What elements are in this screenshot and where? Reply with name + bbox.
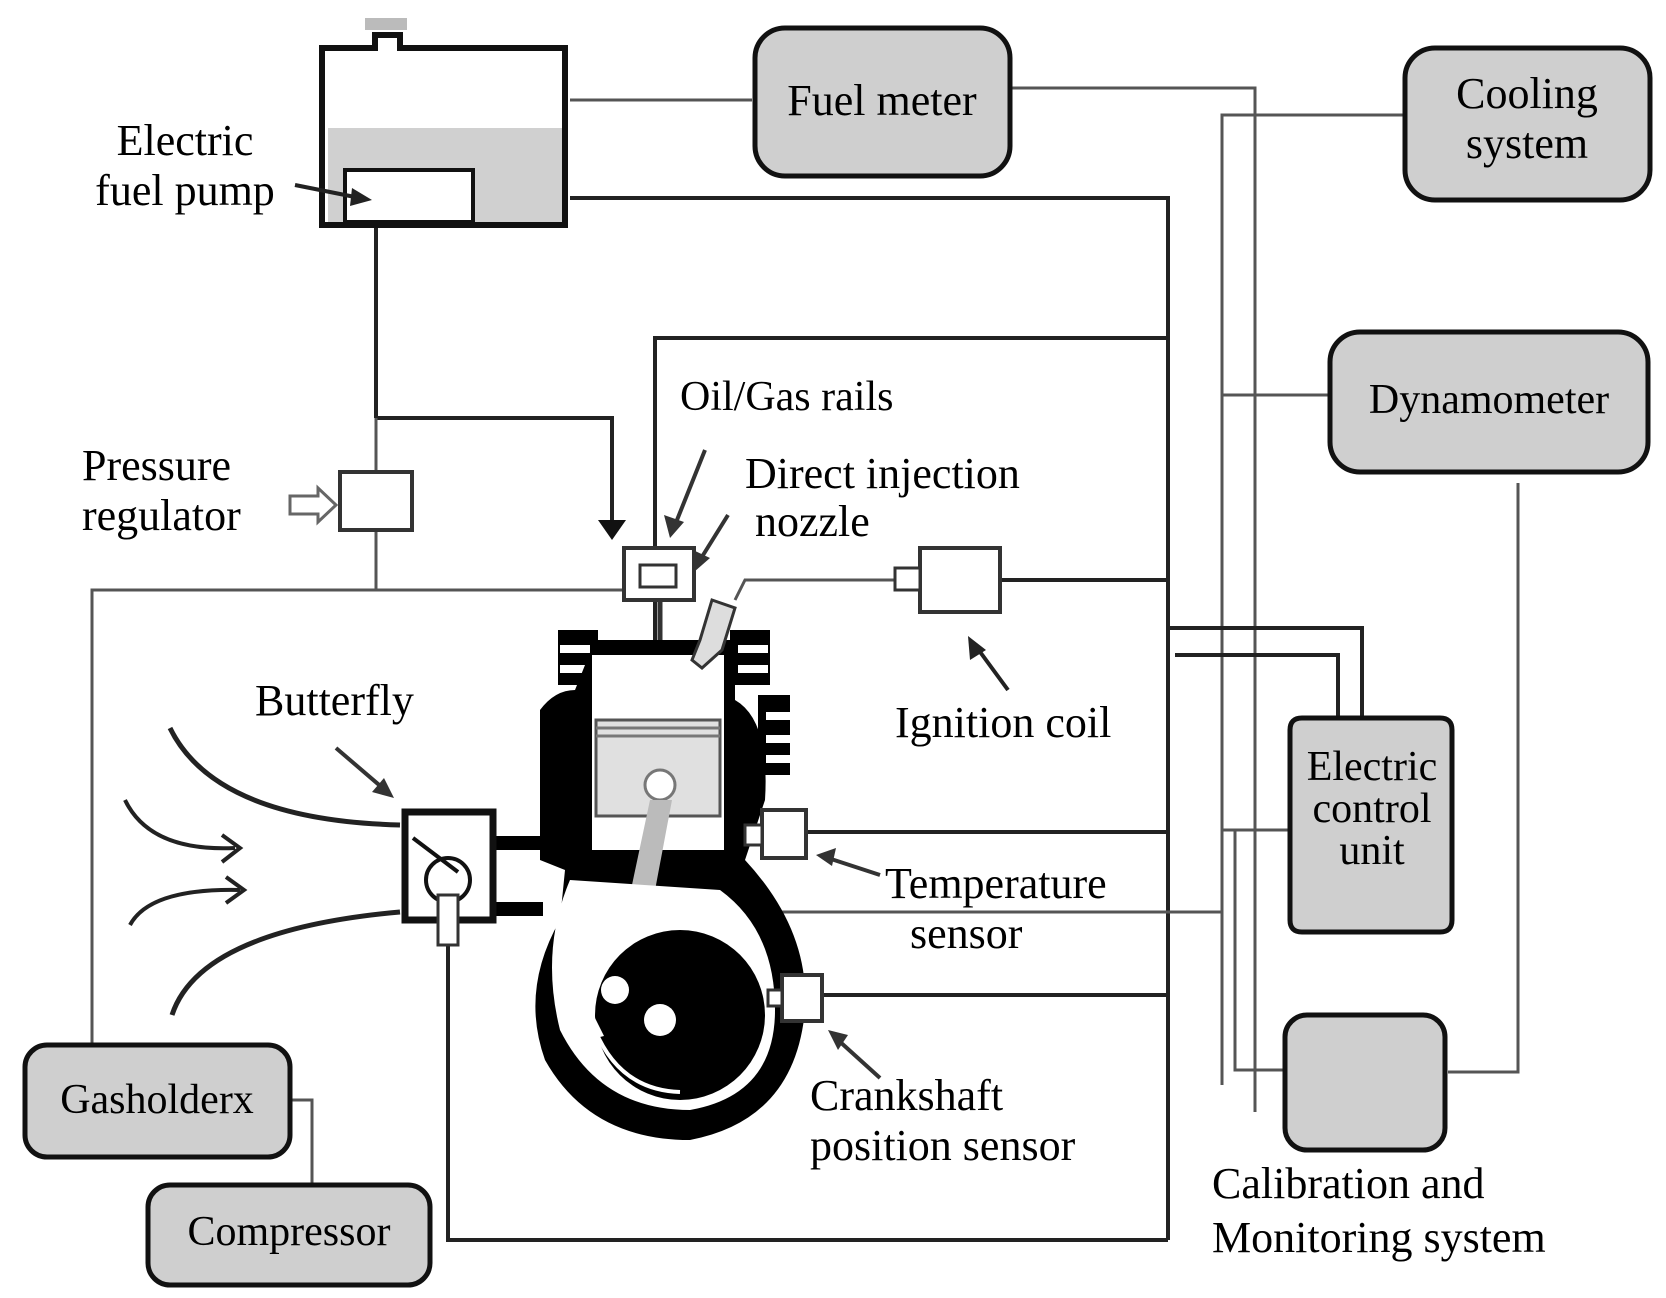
fuel-meter-box: Fuel meter [752, 25, 1013, 179]
line-gasholder-compressor [290, 1098, 314, 1185]
oil-gas-rail-injector [622, 546, 737, 670]
air-curve-top [167, 726, 401, 828]
calibration-monitoring-box: Calibration and Monitoring system [1212, 1012, 1546, 1262]
fuel-pump-label-2: fuel pump [95, 166, 275, 215]
temperature-sensor-box [760, 808, 808, 860]
fuel-pump-pointer [294, 183, 361, 200]
nozzle-label-1: Direct injection [745, 449, 1020, 498]
dynamometer-label: Dynamometer [1369, 377, 1609, 423]
ecu-label-3: unit [1339, 828, 1405, 874]
air-curve-bottom [169, 909, 401, 1016]
crankshaft-label-2: position sensor [810, 1121, 1076, 1170]
arrow-into-nozzle [598, 520, 626, 540]
temperature-label-2: sensor [910, 909, 1023, 958]
ecu-label-1: Electric [1307, 744, 1438, 790]
compressor-rect [145, 1182, 433, 1288]
butterfly-valve [401, 808, 497, 947]
calibration-rect [1282, 1012, 1448, 1153]
line-tank-return [570, 196, 1170, 1240]
crankshaft-sensor [766, 973, 824, 1023]
pointer-arrows [294, 183, 882, 1080]
gasholder-box: Gasholderx [22, 1042, 293, 1160]
rotation-arrow [593, 1029, 681, 1094]
regulator-box [338, 470, 414, 532]
temperature-label-1: Temperature [885, 859, 1107, 908]
ecu-rect [1287, 715, 1455, 935]
line-dyno-calib [1448, 483, 1520, 1074]
temperature-sensor [743, 808, 808, 860]
injector-inner [638, 563, 678, 589]
piston-pin [643, 768, 677, 802]
cooling-system-label-1: Cooling [1456, 69, 1598, 118]
regulator-arrow-icon [288, 484, 339, 526]
electric-control-unit: Electric control unit [1287, 715, 1455, 935]
ignition-coil-label: Ignition coil [895, 698, 1111, 747]
line-ecu-top-1 [1168, 626, 1364, 718]
butterfly-label: Butterfly [255, 676, 414, 725]
tank-cap [365, 18, 407, 30]
cooling-system-rect [1402, 45, 1653, 203]
spark-plug [690, 598, 737, 670]
fuel-meter-label: Fuel meter [787, 76, 977, 125]
line-rail-top [653, 336, 1168, 640]
fuel-tank [319, 18, 568, 228]
fuel-meter-rect [752, 25, 1013, 179]
crankshaft-sensor-box [780, 973, 824, 1023]
nozzle-label-2: nozzle [755, 497, 870, 546]
calibration-label-1: Calibration and [1212, 1159, 1485, 1208]
line-butterfly-bottom [446, 920, 1168, 1242]
gasholder-rect [22, 1042, 293, 1160]
pressure-regulator-label-1: Pressure [82, 441, 231, 490]
line-coil-plug [733, 578, 895, 601]
butterfly-pointer [334, 746, 387, 792]
intake-port-upper [495, 836, 543, 850]
oil-gas-rails-label: Oil/Gas rails [680, 374, 893, 420]
air-arrow-2 [128, 887, 241, 927]
cooling-system-box: Cooling system [1402, 45, 1653, 203]
pressure-regulator-label-2: regulator [82, 491, 241, 540]
engine [495, 630, 806, 1140]
pressure-regulator: Pressure regulator [82, 441, 414, 540]
air-arrow-1 [123, 799, 236, 851]
nozzle-pointer [698, 513, 730, 562]
crank-hole-2 [644, 1004, 676, 1036]
crankshaft-label-1: Crankshaft [810, 1071, 1003, 1120]
line-fuelmeter-bus [1012, 86, 1257, 1112]
ignition-coil-box [918, 546, 1002, 614]
line-ecu-calib [1233, 828, 1290, 1072]
line-ecu-top-2 [1175, 653, 1340, 718]
dynamometer-rect [1327, 329, 1651, 475]
dynamometer-box: Dynamometer [1327, 329, 1651, 475]
cooling-system-label-2: system [1466, 119, 1588, 168]
ignition-coil: Ignition coil [893, 546, 1111, 747]
compressor-box: Compressor [145, 1182, 433, 1288]
fuel-pump-label-1: Electric [117, 116, 254, 165]
crank-hole-1 [601, 976, 629, 1004]
air-flow-arrows [123, 726, 401, 1016]
line-cooling-bus [1220, 113, 1405, 1085]
ecu-label-2: control [1313, 786, 1432, 832]
compressor-label: Compressor [188, 1209, 391, 1255]
connection-lines [90, 86, 1520, 1242]
gasholder-label: Gasholderx [60, 1077, 254, 1123]
line-rail-gasholder [90, 588, 640, 1045]
crankshaft [595, 930, 765, 1100]
crankshaft-pointer [836, 1038, 882, 1080]
temperature-pointer [827, 856, 881, 877]
line-pump-nozzle [376, 416, 614, 522]
ignition-coil-arrowhead [968, 636, 986, 660]
ignition-coil-terminal [893, 566, 922, 592]
intake-port-lower [495, 902, 543, 916]
rails-pointer [673, 449, 707, 526]
butterfly-shaft [436, 893, 460, 947]
calibration-label-2: Monitoring system [1212, 1213, 1546, 1262]
